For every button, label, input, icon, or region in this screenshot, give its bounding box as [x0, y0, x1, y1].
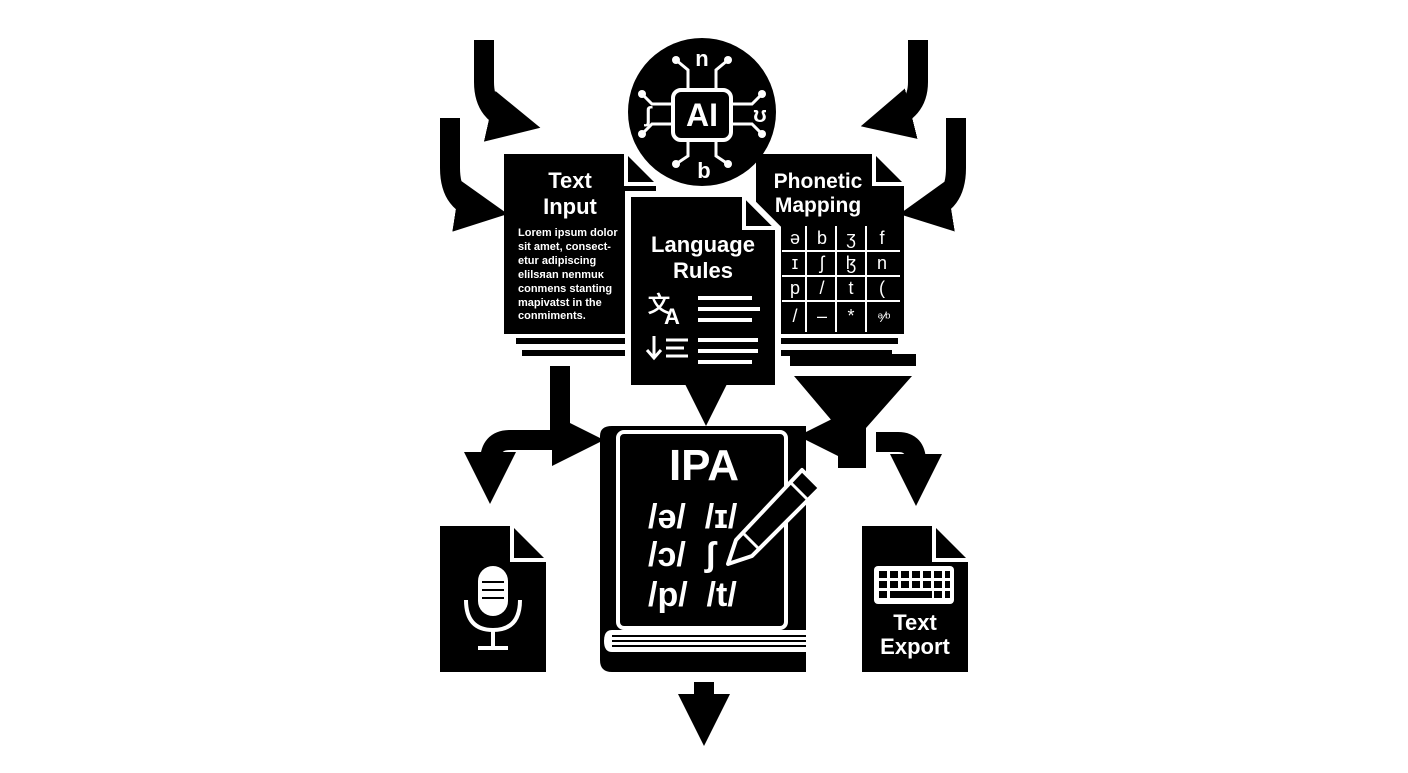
phonetic-cell: ᵊ⁄ᵇ [878, 309, 891, 325]
ai-chip-node: AI n ʃ ʊ b [628, 38, 776, 186]
svg-text:A: A [664, 304, 680, 329]
phonetic-cell: ə [790, 228, 800, 248]
ipa-book: IPA /ə/ /ɪ/ /ɔ/ ʃ /p/ /t/ [600, 426, 822, 672]
text-input-line-3: etur adipiscing [518, 255, 596, 267]
audio-file [440, 526, 546, 672]
phonetic-mapping-title-1: Phonetic [774, 170, 863, 193]
text-export-label-2: Export [880, 634, 950, 659]
phonetic-cell: f [879, 228, 885, 248]
microphone-icon [464, 566, 522, 650]
phonetic-grid-lines [782, 226, 900, 332]
phonetic-cell: t [848, 278, 853, 298]
language-rules-document: Language Rules 文 A [625, 191, 781, 391]
phonetic-cell: b [817, 228, 827, 248]
translate-icon: 文 A [648, 292, 680, 329]
sort-order-icon [645, 336, 688, 361]
phonetic-cell: * [847, 306, 854, 326]
language-rules-title-1: Language [651, 232, 755, 257]
text-input-line-1: Lorem ipsum dolor [518, 227, 618, 239]
phonetic-cell: p [790, 278, 800, 298]
arrow-top-left-outer [474, 40, 541, 142]
text-input-document: Text Input Lorem ipsum dolor sit amet, c… [504, 154, 656, 356]
text-input-line-5: conmens stanting [518, 283, 612, 295]
phonetic-cell: ʃ [818, 253, 826, 273]
ipa-book-cover [616, 430, 788, 630]
flow-arrows [464, 366, 942, 746]
phonetic-cell: ɮ [846, 253, 856, 273]
ipa-line-3: /p/ /t/ [648, 576, 737, 614]
ai-glyph-top: n [695, 46, 708, 71]
ai-label: AI [686, 97, 718, 133]
arrow-top-right-inner [899, 118, 966, 232]
phonetic-cell: ɪ [792, 253, 798, 273]
text-export-file: Text Export [862, 526, 968, 672]
text-input-line-4: elilsᴙan nenmuᴋ [518, 269, 605, 281]
phonetic-mapping-title-2: Mapping [775, 194, 861, 217]
arrow-filter-to-export [876, 432, 942, 506]
ipa-line-1: /ə/ /ɪ/ [648, 498, 738, 536]
ai-glyph-bottom: b [697, 158, 710, 183]
arrow-text-to-audio [464, 430, 560, 504]
svg-text:文: 文 [648, 292, 671, 317]
funnel-icon [790, 354, 916, 468]
ai-glyph-right: ʊ [753, 102, 767, 127]
language-rules-page [625, 191, 781, 391]
ipa-line-2: /ɔ/ ʃ [648, 536, 718, 574]
text-input-line-6: mapivatst in the [518, 297, 602, 309]
language-rules-title-2: Rules [673, 258, 733, 283]
ai-chip [671, 88, 733, 142]
text-export-label-1: Text [893, 610, 937, 635]
text-input-line-2: sit amet, consect- [518, 241, 611, 253]
incoming-arrows [440, 40, 966, 232]
text-input-title-1: Text [548, 168, 592, 193]
circuit-lines [640, 58, 764, 166]
keyboard-icon [874, 566, 954, 604]
arrow-top-right-outer [860, 40, 928, 139]
ipa-book-title: IPA [669, 441, 739, 490]
phonetic-cell: n [877, 253, 887, 273]
ipa-book-back [600, 426, 806, 672]
phonetic-mapping-document: Phonetic Mapping ə b ʒ f ɪ ʃ ɮ n p / t (… [756, 154, 904, 356]
phonetic-cell: ( [879, 278, 885, 298]
phonetic-cell: / [792, 306, 797, 326]
arrow-top-left-inner [440, 118, 508, 232]
text-input-line-7: conmiments. [518, 310, 586, 322]
text-input-title-2: Input [543, 194, 597, 219]
text-input-page [504, 154, 656, 334]
phonetic-cell: – [817, 306, 827, 326]
pencil-icon [726, 468, 822, 566]
phonetic-cell: / [819, 278, 824, 298]
arrow-text-to-ipa [550, 366, 604, 466]
ai-glyph-left: ʃ [643, 102, 653, 127]
phonetic-cell: ʒ [846, 228, 856, 248]
